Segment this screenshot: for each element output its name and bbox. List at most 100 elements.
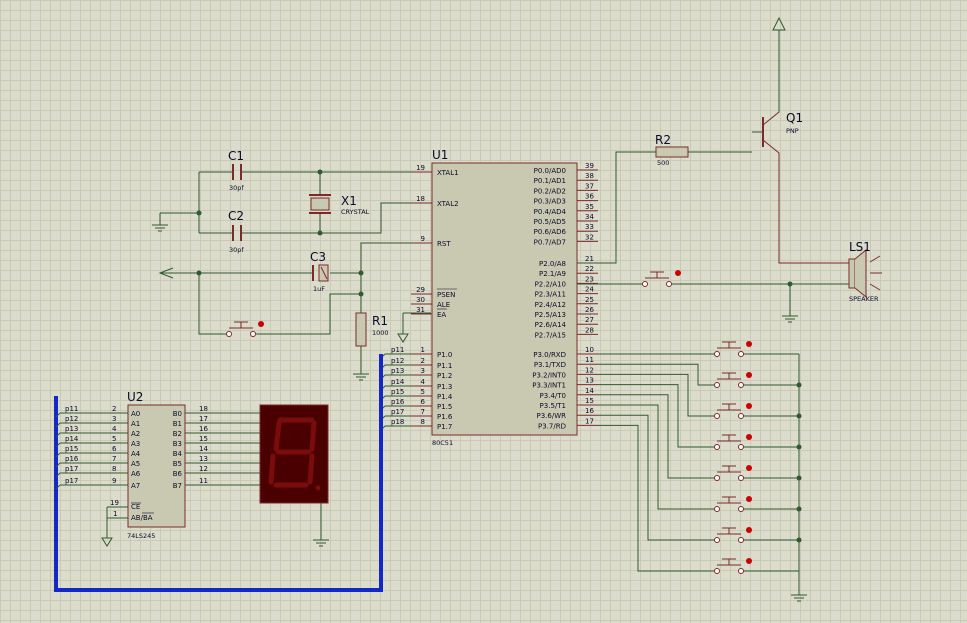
crystal-section: C1 30pf C2 30pf X1 CRYSTAL C3 1uF [152,149,431,381]
u1-pin-name: P3.1/TXD [534,361,566,369]
u1-pin-name: P2.1/A9 [539,270,566,278]
u1-pin-name: P2.5/A13 [535,311,566,319]
u1-pin-number: 33 [585,223,594,231]
u1-pin-name: P3.5/T1 [540,402,566,410]
u1-pin-number: 15 [585,397,594,405]
u1-pin-number: 35 [585,203,594,211]
u1-pin-name: P1.4 [437,393,453,401]
net-label: p14 [391,378,405,386]
u1-left-pins: 19XTAL118XTAL29RST29PSEN30ALE31EA1P1.02P… [411,164,459,431]
net-label: p15 [65,445,78,453]
net-label: p14 [65,435,79,443]
c3-value: 1uF [313,285,325,293]
u1-pin-name: P2.4/A12 [535,301,566,309]
u2-ref: U2 [127,390,143,404]
u1-pin-name: P0.4/AD4 [534,208,567,216]
x1-value: CRYSTAL [341,208,370,216]
u1-pin-number: 12 [585,366,594,374]
u1-pin-number: 14 [585,387,594,395]
u1-pin-name: P2.0/A8 [539,260,566,268]
u1-pin-name: RST [437,240,451,248]
u1-pin-name: ALE [437,301,450,309]
net-label: p12 [65,415,78,423]
u2-ce-name: CE [131,503,140,511]
u2-pin-number: 5 [112,435,116,443]
u2-pin-number: 11 [199,477,208,485]
u2-pin-number: 16 [199,425,208,433]
u1-pin-name: P0.2/AD2 [534,187,566,195]
u1-pin-name: P3.0/RXD [533,351,566,359]
c1-ref: C1 [228,149,244,163]
ls1-ref: LS1 [849,240,871,254]
u1-pin-number: 31 [416,306,425,314]
u1-pin-number: 32 [585,233,594,241]
p3-key-switches [598,341,802,574]
u2-pin-name: A4 [131,450,141,458]
speaker-driver: R2 500 Q1 PNP LS1 SPEAKER [577,16,882,323]
u1-pin-number: 19 [416,164,425,172]
u2-part: 74LS245 [127,532,155,540]
u1-pin-name: XTAL2 [437,200,459,208]
net-label: p13 [391,367,404,375]
u1-pin-name: PSEN [437,291,455,299]
u1-pin-number: 8 [421,418,425,426]
u2-pin-name: A0 [131,410,140,418]
u1-pin-name: P1.1 [437,362,452,370]
u2-pin-name: B3 [173,440,182,448]
c2-value: 30pf [229,246,244,254]
net-label: p16 [65,455,79,463]
u1-pin-number: 18 [416,195,425,203]
u2-pin-name: A6 [131,470,141,478]
u1-pin-name: P2.2/A10 [535,280,566,288]
u1-pin-number: 21 [585,255,594,263]
net-label: p11 [391,346,404,354]
net-label: p13 [65,425,78,433]
data-bus [54,354,383,592]
u1-pin-number: 9 [421,235,425,243]
u1-pin-name: P0.6/AD6 [534,228,567,236]
u2-pin-number: 7 [112,455,116,463]
u2-pin-number: 13 [199,455,208,463]
u1-pin-number: 3 [421,367,425,375]
u2-pin-number: 14 [199,445,208,453]
r1-ref: R1 [372,314,388,328]
u1-pin-number: 29 [416,286,425,294]
u2-pin-number: 17 [199,415,208,423]
u2-pin-number: 3 [112,415,116,423]
c2-ref: C2 [228,209,244,223]
u2-pin-number: 8 [112,465,116,473]
u2-pin-name: A2 [131,430,140,438]
u1-pin-number: 6 [421,398,426,406]
c3-ref: C3 [310,250,326,264]
u2-pin-name: B6 [173,470,183,478]
u1-pin-number: 22 [585,265,594,273]
u2-pin-name: A7 [131,482,140,490]
u2-pin-name: A1 [131,420,140,428]
u2-pin-name: A3 [131,440,140,448]
u1-pin-name: P2.6/A14 [535,321,567,329]
u2-dir-num: 1 [113,510,117,518]
c1-value: 30pf [229,184,244,192]
u2-dir-name: AB/BA [131,514,153,522]
u1-pin-number: 30 [416,296,425,304]
u1-pin-name: P1.0 [437,351,452,359]
u2-pin-name: B0 [173,410,182,418]
u1-pin-name: P3.2/INT0 [532,371,566,379]
u1-pin-name: P0.3/AD3 [534,198,566,206]
u1-pin-number: 1 [421,346,425,354]
u1-pin-number: 36 [585,193,594,201]
u1-pin-number: 17 [585,417,594,425]
u2-pin-number: 12 [199,465,208,473]
u1-pin-number: 7 [421,408,425,416]
net-label: p11 [65,405,78,413]
u1-right-pins: 39P0.0/AD038P0.1/AD137P0.2/AD236P0.3/AD3… [532,162,598,430]
net-label: p17 [65,477,78,485]
u1-pin-number: 34 [585,213,594,221]
u1-pin-number: 13 [585,377,594,385]
u1-ref: U1 [432,148,448,162]
u1-pin-number: 11 [585,356,594,364]
